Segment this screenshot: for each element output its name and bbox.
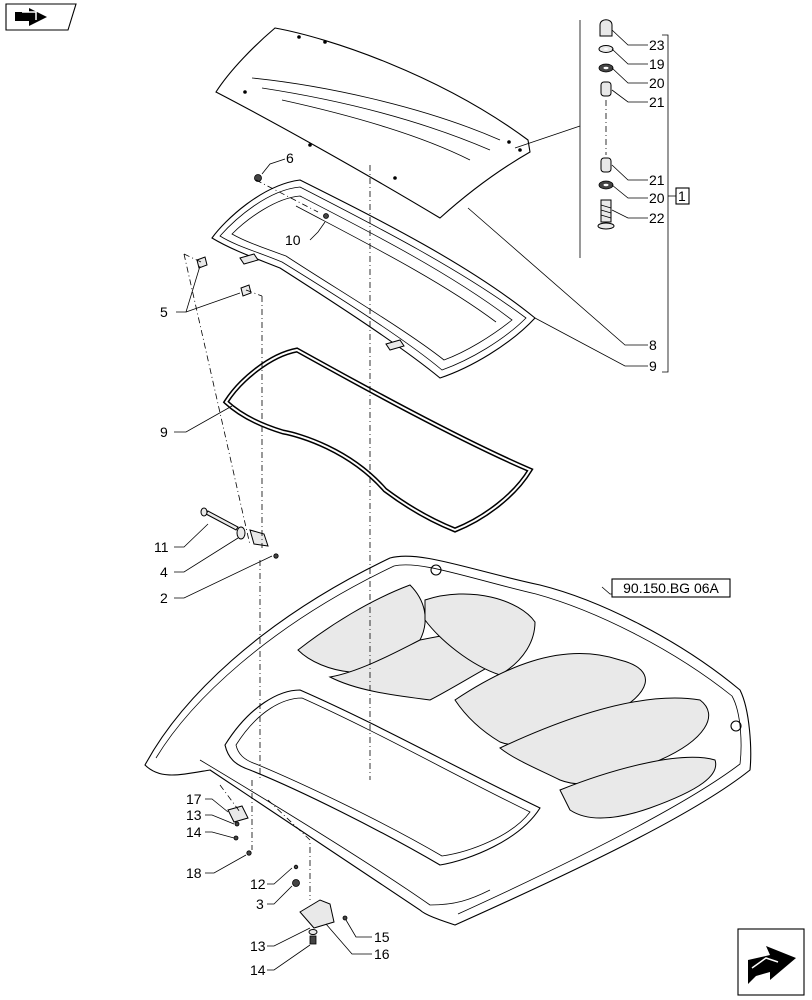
next-page-button[interactable] [737, 928, 805, 996]
callout-9: 9 [160, 424, 168, 440]
callout-2: 2 [160, 590, 168, 606]
glass-seal [222, 347, 534, 533]
reference-label: 90.150.BG 06A [623, 580, 719, 596]
small-hardware [196, 174, 348, 945]
reference-box [611, 578, 731, 598]
reference-link[interactable]: 90.150.BG 06A [611, 578, 731, 598]
callout-3: 3 [256, 896, 264, 912]
leader-lines [174, 29, 648, 971]
previous-page-arrow-icon [15, 8, 47, 26]
roof-glass-panel [215, 27, 531, 219]
nav-box-shape [737, 928, 805, 996]
bracket-lines [514, 20, 690, 373]
callout-8: 8 [649, 337, 657, 353]
callout-23: 23 [649, 37, 665, 53]
roof-liner [144, 555, 752, 926]
assembly-lines [183, 165, 371, 900]
callout-22: 22 [649, 210, 665, 226]
callout-1: 1 [678, 188, 686, 204]
callout-13: 13 [250, 938, 266, 954]
callout-16: 16 [374, 946, 390, 962]
callout-17: 17 [186, 791, 202, 807]
callout-14: 14 [186, 824, 202, 840]
callout-15: 15 [374, 929, 390, 945]
callout-12: 12 [250, 876, 266, 892]
prev-page-button[interactable] [5, 3, 77, 31]
callout-21: 21 [649, 172, 665, 188]
callout-20: 20 [649, 75, 665, 91]
nav-frame-shape [5, 3, 77, 31]
callout-20: 20 [649, 190, 665, 206]
callout-11: 11 [154, 539, 169, 555]
callout-19: 19 [649, 56, 665, 72]
glass-frame [211, 179, 536, 379]
callout-13: 13 [186, 807, 202, 823]
callout-10: 10 [285, 232, 301, 248]
callout-18: 18 [186, 865, 202, 881]
hardware-stack [597, 19, 615, 230]
callout-14: 14 [250, 962, 266, 978]
callout-numbers: 23 19 20 21 21 20 22 1 8 9 6 10 5 9 11 4… [154, 37, 686, 978]
callout-5: 5 [160, 304, 168, 320]
callout-6: 6 [286, 150, 294, 166]
next-page-arrow-icon [748, 946, 796, 984]
callout-box-1 [675, 187, 690, 205]
callout-9: 9 [649, 358, 657, 374]
callout-21: 21 [649, 94, 665, 110]
callout-4: 4 [160, 564, 168, 580]
